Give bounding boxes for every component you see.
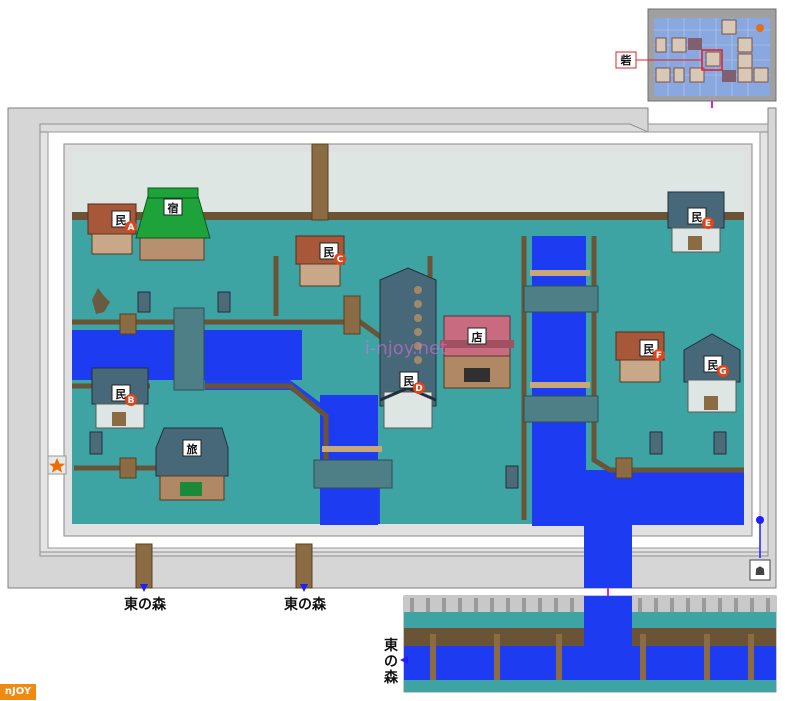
house-f-label: 民 xyxy=(644,343,655,356)
exit-marker: ☗ xyxy=(749,516,771,581)
vertical-exit-char-3: 森 xyxy=(384,669,399,686)
house-g[interactable]: 民 G xyxy=(683,333,741,413)
house-c[interactable]: 民 C xyxy=(295,235,346,287)
house-a-letter: A xyxy=(128,223,135,233)
shop-label: 店 xyxy=(472,330,483,344)
house-d[interactable]: 民 D xyxy=(379,267,437,429)
house-e[interactable]: 民 E xyxy=(667,191,725,253)
watermark: i-njoy.net xyxy=(365,338,447,359)
minimap: 砦 xyxy=(615,8,777,108)
exit-arrow-icon xyxy=(300,584,308,592)
minimap-label: 砦 xyxy=(621,53,632,67)
vertical-exit-char-2: の xyxy=(384,654,398,670)
house-b[interactable]: 民 B xyxy=(91,367,149,429)
vertical-exit-char-1: 東 xyxy=(384,637,398,654)
brand-logo: nJOY xyxy=(0,684,36,700)
inn-label: 宿 xyxy=(168,201,179,215)
exit-arrow-icon xyxy=(140,584,148,592)
house-e-letter: E xyxy=(705,219,711,229)
house-g-label: 民 xyxy=(708,359,719,372)
west-exit-2-label: 東の森 xyxy=(284,596,327,613)
inn-building[interactable]: 宿 xyxy=(135,187,211,261)
house-e-label: 民 xyxy=(692,211,703,224)
bridges xyxy=(119,143,633,589)
house-a-label: 民 xyxy=(116,214,127,227)
buildings: 宿 民 A 民 C 民 D xyxy=(87,187,741,501)
exit-arrow-icon xyxy=(400,656,408,664)
bridge-inset xyxy=(403,588,777,693)
house-a[interactable]: 民 A xyxy=(87,203,137,255)
west-exit-1-label: 東の森 xyxy=(124,596,167,613)
star-marker xyxy=(47,455,67,475)
house-c-letter: C xyxy=(337,255,344,265)
travel-label: 旅 xyxy=(187,442,198,456)
house-d-label: 民 xyxy=(404,375,415,388)
house-f-letter: F xyxy=(656,351,662,361)
house-b-label: 民 xyxy=(116,388,127,401)
house-d-letter: D xyxy=(415,384,422,394)
star-icon xyxy=(49,458,65,473)
house-g-letter: G xyxy=(719,367,726,377)
house-b-letter: B xyxy=(128,396,135,406)
lanterns xyxy=(89,291,727,489)
shop-building[interactable]: 店 xyxy=(440,315,514,389)
travel-building[interactable]: 旅 xyxy=(155,427,229,501)
person-icon: ☗ xyxy=(755,564,766,578)
house-c-label: 民 xyxy=(324,246,335,259)
house-f[interactable]: 民 F xyxy=(615,331,665,383)
tree-icon xyxy=(92,288,110,314)
